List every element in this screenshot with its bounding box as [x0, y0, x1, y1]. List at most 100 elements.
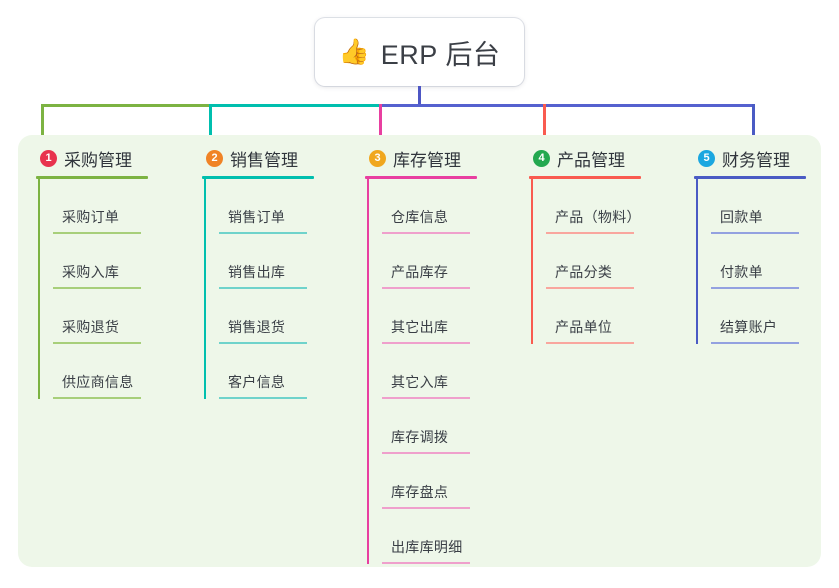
module-item[interactable]: 销售订单: [219, 179, 314, 234]
branch-spine: [367, 179, 369, 564]
module-item-label: 结算账户: [720, 319, 778, 335]
bus-segment-teal: [209, 104, 381, 107]
module-header-5[interactable]: 5 财务管理: [694, 145, 806, 171]
module-header-rule: [36, 176, 148, 179]
branch-spine: [531, 179, 533, 344]
module-item-list: 回款单付款单结算账户: [694, 179, 806, 344]
module-item-label: 产品库存: [391, 264, 449, 280]
module-item[interactable]: 采购入库: [53, 234, 148, 289]
drop-connector-5: [752, 104, 755, 142]
module-title: 产品管理: [557, 150, 625, 170]
module-item[interactable]: 产品单位: [546, 289, 641, 344]
module-item-label: 销售退货: [228, 319, 286, 335]
module-item[interactable]: 其它出库: [382, 289, 477, 344]
module-item-rule: [53, 397, 141, 399]
module-item-rule: [219, 397, 307, 399]
root-stem-connector: [418, 86, 421, 107]
module-header-1[interactable]: 1 采购管理: [36, 145, 148, 171]
branch-spine: [696, 179, 698, 344]
module-item-rule: [382, 507, 470, 509]
module-header-rule: [365, 176, 477, 179]
module-number-badge: 1: [40, 149, 57, 167]
module-item[interactable]: 库存盘点: [382, 454, 477, 509]
module-item-rule: [546, 232, 634, 234]
module-item-label: 采购退货: [62, 319, 120, 335]
module-item-label: 付款单: [720, 264, 763, 280]
module-item[interactable]: 库存调拨: [382, 399, 477, 454]
module-item[interactable]: 销售退货: [219, 289, 314, 344]
module-item[interactable]: 客户信息: [219, 344, 314, 399]
module-item-label: 采购订单: [62, 209, 120, 225]
module-item-rule: [382, 452, 470, 454]
module-item-label: 仓库信息: [391, 209, 449, 225]
module-item-label: 其它出库: [391, 319, 449, 335]
module-item[interactable]: 其它入库: [382, 344, 477, 399]
module-column-4: 4 产品管理产品（物料） 产品分类产品单位: [529, 145, 641, 344]
module-item[interactable]: 付款单: [711, 234, 806, 289]
module-item[interactable]: 结算账户: [711, 289, 806, 344]
module-item[interactable]: 产品分类: [546, 234, 641, 289]
module-item-rule: [382, 562, 470, 564]
root-title: ERP 后台: [380, 39, 501, 70]
module-item-label: 产品分类: [555, 264, 613, 280]
module-item[interactable]: 供应商信息: [53, 344, 148, 399]
module-item-label: 产品单位: [555, 319, 613, 335]
module-item[interactable]: 采购退货: [53, 289, 148, 344]
drop-connector-4: [543, 104, 546, 137]
module-item-label: 回款单: [720, 209, 763, 225]
drop-connector-2: [209, 104, 212, 142]
module-item-rule: [546, 287, 634, 289]
module-item[interactable]: 产品库存: [382, 234, 477, 289]
module-number-badge: 5: [698, 149, 715, 167]
module-item-label: 出库库明细: [391, 539, 463, 555]
module-header-rule: [694, 176, 806, 179]
root-node[interactable]: 👍 ERP 后台: [315, 18, 524, 86]
module-item-rule: [219, 287, 307, 289]
module-item-label: 销售出库: [228, 264, 286, 280]
module-number-badge: 4: [533, 149, 550, 167]
modules-panel: [18, 135, 821, 567]
module-item-label: 销售订单: [228, 209, 286, 225]
module-item-rule: [711, 287, 799, 289]
module-item-label: 其它入库: [391, 374, 449, 390]
module-item[interactable]: 出库库明细: [382, 509, 477, 564]
module-item-list: 产品（物料） 产品分类产品单位: [529, 179, 641, 344]
module-item-rule: [53, 232, 141, 234]
module-item-list: 仓库信息产品库存其它出库其它入库库存调拨库存盘点出库库明细: [365, 179, 477, 564]
branch-spine: [38, 179, 40, 399]
module-item-rule: [546, 342, 634, 344]
module-item-rule: [382, 342, 470, 344]
module-header-rule: [529, 176, 641, 179]
module-header-rule: [202, 176, 314, 179]
module-item[interactable]: 仓库信息: [382, 179, 477, 234]
bus-segment-green: [41, 104, 211, 107]
module-item-rule: [711, 232, 799, 234]
module-header-4[interactable]: 4 产品管理: [529, 145, 641, 171]
module-item-rule: [53, 287, 141, 289]
module-item-rule: [711, 342, 799, 344]
branch-spine: [204, 179, 206, 399]
drop-connector-1: [41, 104, 44, 142]
module-item[interactable]: 采购订单: [53, 179, 148, 234]
drop-connector-3: [379, 104, 382, 137]
module-item[interactable]: 产品（物料）: [546, 179, 641, 234]
module-item[interactable]: 回款单: [711, 179, 806, 234]
module-column-5: 5 财务管理回款单付款单结算账户: [694, 145, 806, 344]
module-item-rule: [382, 232, 470, 234]
module-item[interactable]: 销售出库: [219, 234, 314, 289]
module-item-rule: [219, 342, 307, 344]
module-item-label: 采购入库: [62, 264, 120, 280]
module-number-badge: 2: [206, 149, 223, 167]
module-item-list: 采购订单采购入库采购退货供应商信息: [36, 179, 148, 399]
module-title: 采购管理: [64, 150, 132, 170]
module-item-label: 产品（物料）: [555, 209, 641, 225]
module-number-badge: 3: [369, 149, 386, 167]
module-item-label: 客户信息: [228, 374, 286, 390]
module-title: 财务管理: [722, 150, 790, 170]
module-column-1: 1 采购管理采购订单采购入库采购退货供应商信息: [36, 145, 148, 399]
